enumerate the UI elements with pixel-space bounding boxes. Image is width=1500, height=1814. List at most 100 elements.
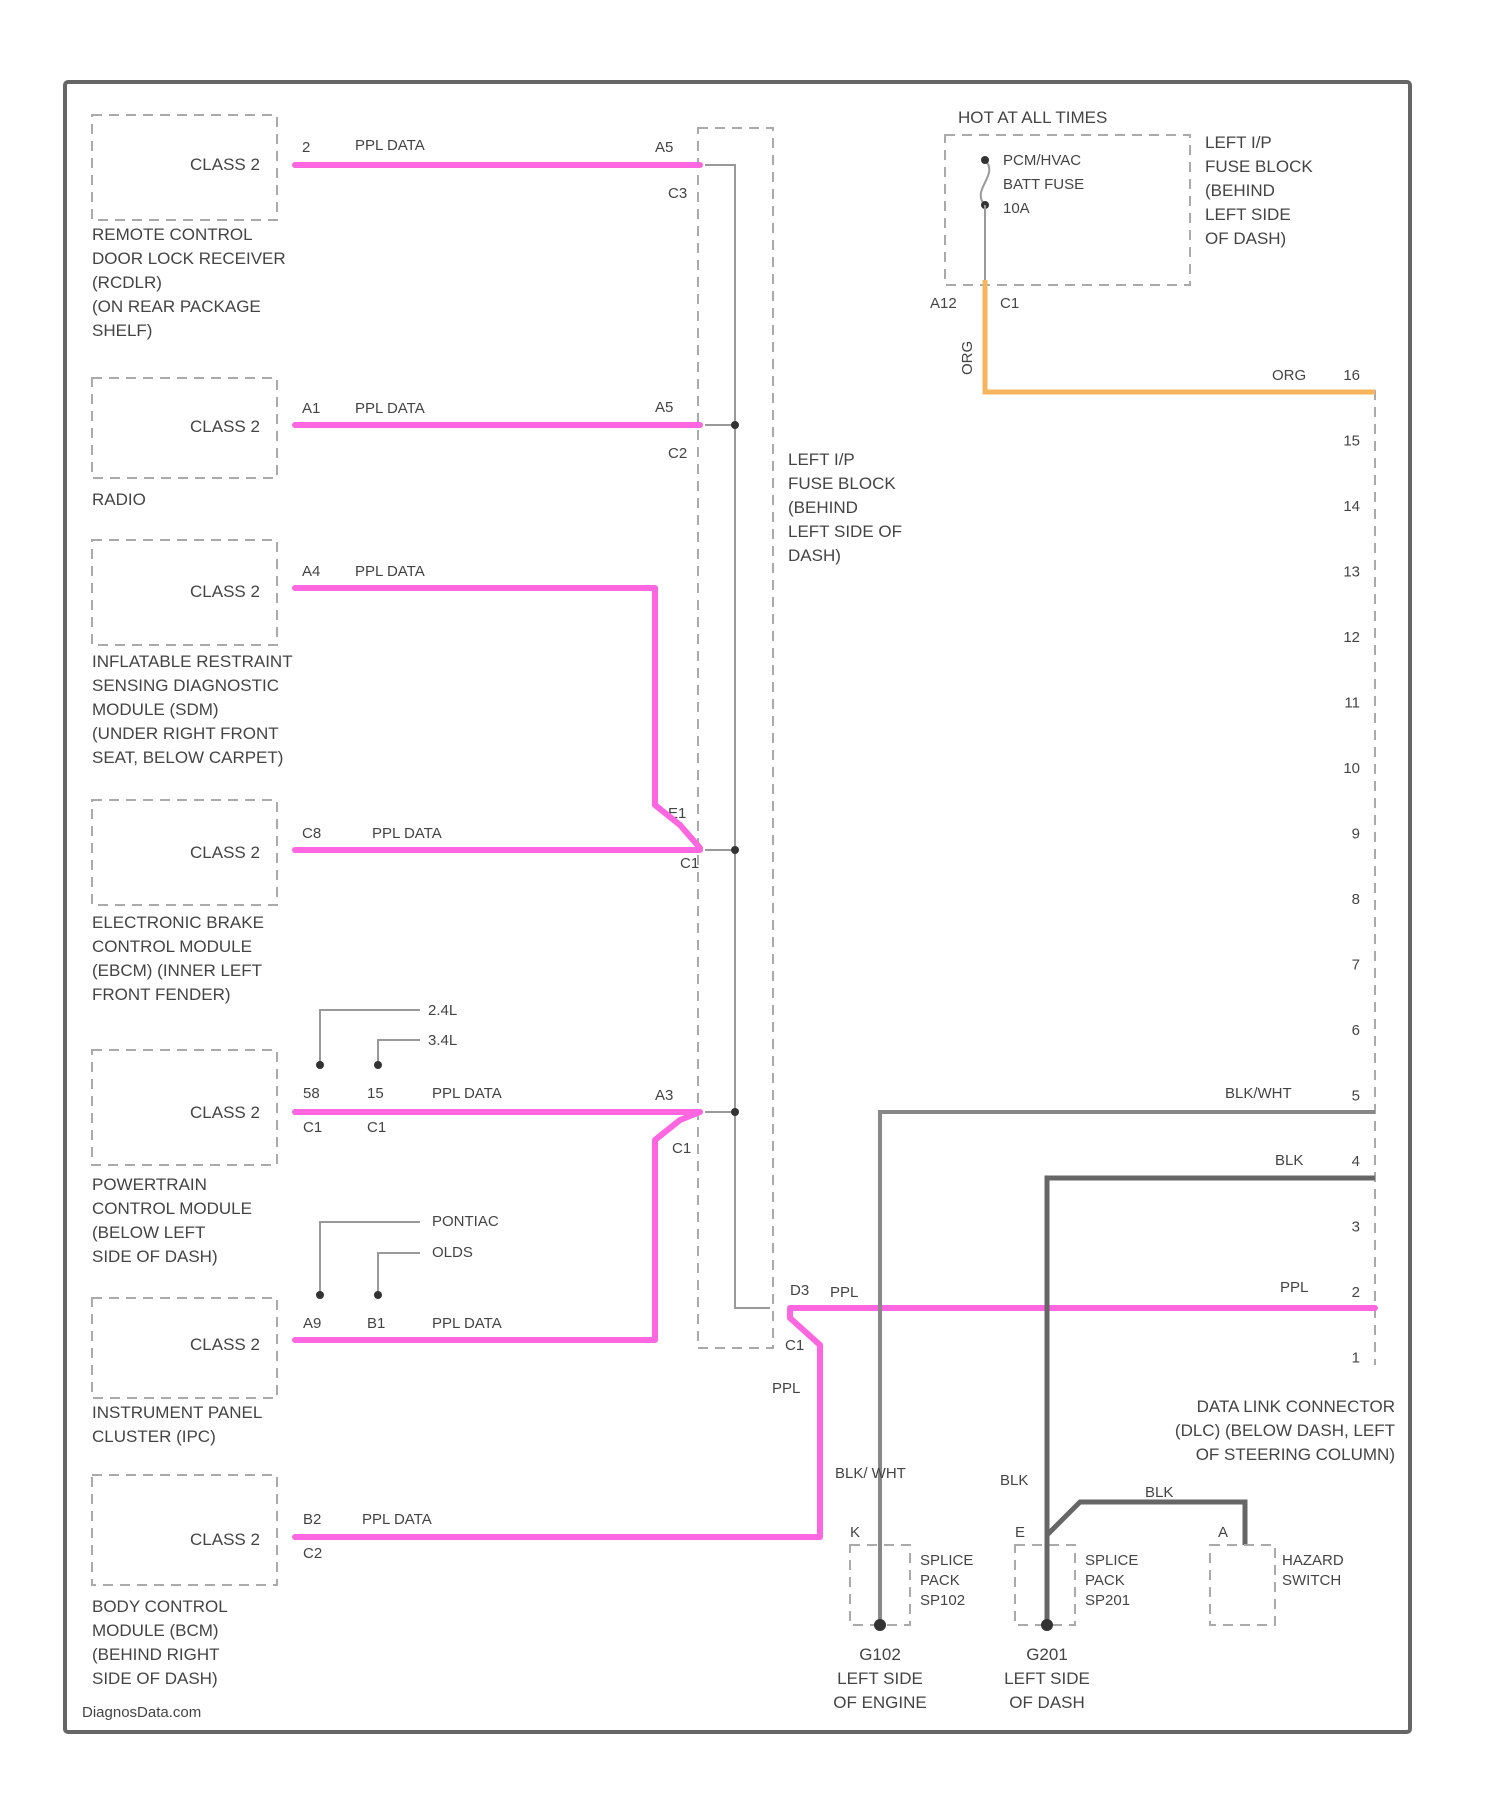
- svg-text:BLK/WHT: BLK/WHT: [1225, 1085, 1292, 1102]
- svg-text:SEAT, BELOW CARPET): SEAT, BELOW CARPET): [92, 748, 283, 767]
- dlc-pin-number: 1: [1352, 1350, 1360, 1367]
- dlc-pin-number: 15: [1343, 433, 1360, 450]
- wire-blk: [1047, 1178, 1375, 1535]
- svg-text:LEFT I/P: LEFT I/P: [1205, 133, 1272, 152]
- svg-text:OF DASH): OF DASH): [1205, 229, 1286, 248]
- svg-text:SPLICE: SPLICE: [1085, 1552, 1138, 1569]
- dlc-pin-number: 4: [1352, 1153, 1360, 1170]
- svg-text:D3: D3: [790, 1282, 809, 1299]
- dlc-pin-number: 8: [1352, 891, 1360, 908]
- svg-text:MODULE (SDM): MODULE (SDM): [92, 700, 219, 719]
- svg-text:A1: A1: [302, 400, 320, 417]
- svg-text:(ON REAR PACKAGE: (ON REAR PACKAGE: [92, 297, 261, 316]
- svg-text:C1: C1: [785, 1337, 804, 1354]
- svg-text:C1: C1: [1000, 295, 1019, 312]
- svg-text:OF DASH: OF DASH: [1009, 1693, 1085, 1712]
- svg-text:C2: C2: [668, 445, 687, 462]
- svg-text:C1: C1: [680, 855, 699, 872]
- svg-text:(BEHIND RIGHT: (BEHIND RIGHT: [92, 1645, 220, 1664]
- svg-text:CONTROL MODULE: CONTROL MODULE: [92, 937, 252, 956]
- svg-text:SIDE OF DASH): SIDE OF DASH): [92, 1669, 218, 1688]
- svg-text:OF STEERING COLUMN): OF STEERING COLUMN): [1196, 1445, 1395, 1464]
- svg-text:C3: C3: [668, 185, 687, 202]
- svg-text:BLK: BLK: [1275, 1152, 1303, 1169]
- svg-text:(BEHIND: (BEHIND: [1205, 181, 1275, 200]
- svg-text:(RCDLR): (RCDLR): [92, 273, 162, 292]
- svg-text:FRONT FENDER): FRONT FENDER): [92, 985, 231, 1004]
- dlc-pin-number: 11: [1344, 695, 1360, 712]
- svg-text:10A: 10A: [1003, 200, 1030, 217]
- svg-text:CONTROL MODULE: CONTROL MODULE: [92, 1199, 252, 1218]
- svg-text:BLK: BLK: [1000, 1472, 1028, 1489]
- svg-text:PPL: PPL: [830, 1284, 858, 1301]
- left-ip-fuse-block-mid: A5 C3 A5 C2 E1 C1 A3 C1 LEFT I/P FUSE BL…: [655, 128, 902, 1397]
- svg-text:A5: A5: [655, 399, 673, 416]
- svg-text:ORG: ORG: [959, 341, 976, 375]
- module-box-label: CLASS 2: [190, 155, 260, 174]
- svg-text:PPL DATA: PPL DATA: [432, 1315, 502, 1332]
- svg-text:DOOR LOCK RECEIVER: DOOR LOCK RECEIVER: [92, 249, 286, 268]
- svg-text:(BELOW LEFT: (BELOW LEFT: [92, 1223, 205, 1242]
- svg-text:C2: C2: [303, 1545, 322, 1562]
- svg-text:(BEHIND: (BEHIND: [788, 498, 858, 517]
- svg-text:C8: C8: [302, 825, 321, 842]
- splice-pack-sp201: E BLK SPLICE PACK SP201 G201 LEFT SIDE O…: [1000, 1472, 1138, 1712]
- wire-blk-hazard: [1047, 1502, 1245, 1545]
- svg-text:SENSING DIAGNOSTIC: SENSING DIAGNOSTIC: [92, 676, 279, 695]
- svg-text:ORG: ORG: [1272, 367, 1306, 384]
- svg-text:PPL: PPL: [772, 1380, 800, 1397]
- svg-text:A3: A3: [655, 1087, 673, 1104]
- svg-text:(DLC) (BELOW DASH, LEFT: (DLC) (BELOW DASH, LEFT: [1175, 1421, 1395, 1440]
- svg-text:SP102: SP102: [920, 1592, 965, 1609]
- svg-text:58: 58: [303, 1085, 320, 1102]
- svg-text:PCM/HVAC: PCM/HVAC: [1003, 152, 1081, 169]
- dlc-pin-number: 10: [1343, 760, 1360, 777]
- svg-text:C1: C1: [672, 1140, 691, 1157]
- svg-text:CLASS 2: CLASS 2: [190, 1530, 260, 1549]
- svg-text:BLK: BLK: [1145, 1484, 1173, 1501]
- svg-text:(EBCM) (INNER LEFT: (EBCM) (INNER LEFT: [92, 961, 262, 980]
- module-bcm: CLASS 2 BODY CONTROL MODULE (BCM) (BEHIN…: [92, 1475, 432, 1688]
- diagram-frame: [65, 82, 1410, 1732]
- dlc-pin-number: 6: [1352, 1022, 1360, 1039]
- dlc-pin-number: 13: [1343, 564, 1360, 581]
- svg-text:C1: C1: [367, 1119, 386, 1136]
- wire-sdm-data: [295, 588, 700, 848]
- dlc-pin-number: 2: [1352, 1284, 1360, 1301]
- svg-text:REMOTE CONTROL: REMOTE CONTROL: [92, 225, 253, 244]
- variant-label: 2.4L: [428, 1002, 457, 1019]
- module-sdm: CLASS 2 INFLATABLE RESTRAINT SENSING DIA…: [92, 540, 425, 767]
- splice-pack-sp102: K BLK/ WHT SPLICE PACK SP102 G102 LEFT S…: [833, 1465, 973, 1712]
- svg-text:PACK: PACK: [920, 1572, 960, 1589]
- svg-text:E: E: [1015, 1524, 1025, 1541]
- svg-text:BATT FUSE: BATT FUSE: [1003, 176, 1084, 193]
- svg-text:CLUSTER (IPC): CLUSTER (IPC): [92, 1427, 216, 1446]
- wire-label: PPL DATA: [355, 137, 425, 154]
- svg-text:INFLATABLE RESTRAINT: INFLATABLE RESTRAINT: [92, 652, 293, 671]
- svg-text:PPL DATA: PPL DATA: [355, 400, 425, 417]
- svg-text:SIDE OF DASH): SIDE OF DASH): [92, 1247, 218, 1266]
- svg-text:BODY CONTROL: BODY CONTROL: [92, 1597, 228, 1616]
- svg-text:LEFT SIDE: LEFT SIDE: [1205, 205, 1291, 224]
- svg-text:K: K: [850, 1524, 860, 1541]
- dlc-pin-number: 7: [1352, 957, 1360, 974]
- svg-text:DATA LINK CONNECTOR: DATA LINK CONNECTOR: [1197, 1397, 1395, 1416]
- module-radio: CLASS 2 RADIO A1 PPL DATA: [92, 378, 425, 509]
- svg-text:INSTRUMENT PANEL: INSTRUMENT PANEL: [92, 1403, 262, 1422]
- svg-text:(UNDER RIGHT FRONT: (UNDER RIGHT FRONT: [92, 724, 279, 743]
- dlc-pin-number: 12: [1343, 629, 1360, 646]
- svg-text:PACK: PACK: [1085, 1572, 1125, 1589]
- variant-label: 3.4L: [428, 1032, 457, 1049]
- svg-text:SPLICE: SPLICE: [920, 1552, 973, 1569]
- svg-text:G102: G102: [859, 1645, 901, 1664]
- ground-icon: [1041, 1619, 1053, 1631]
- svg-text:ELECTRONIC BRAKE: ELECTRONIC BRAKE: [92, 913, 264, 932]
- left-ip-fuse-block-top: HOT AT ALL TIMES PCM/HVAC BATT FUSE 10A …: [930, 108, 1313, 384]
- svg-text:PPL DATA: PPL DATA: [372, 825, 442, 842]
- dlc-pin-number: 16: [1343, 367, 1360, 384]
- svg-text:A12: A12: [930, 295, 957, 312]
- ground-icon: [874, 1619, 886, 1631]
- svg-text:BLK/ WHT: BLK/ WHT: [835, 1465, 906, 1482]
